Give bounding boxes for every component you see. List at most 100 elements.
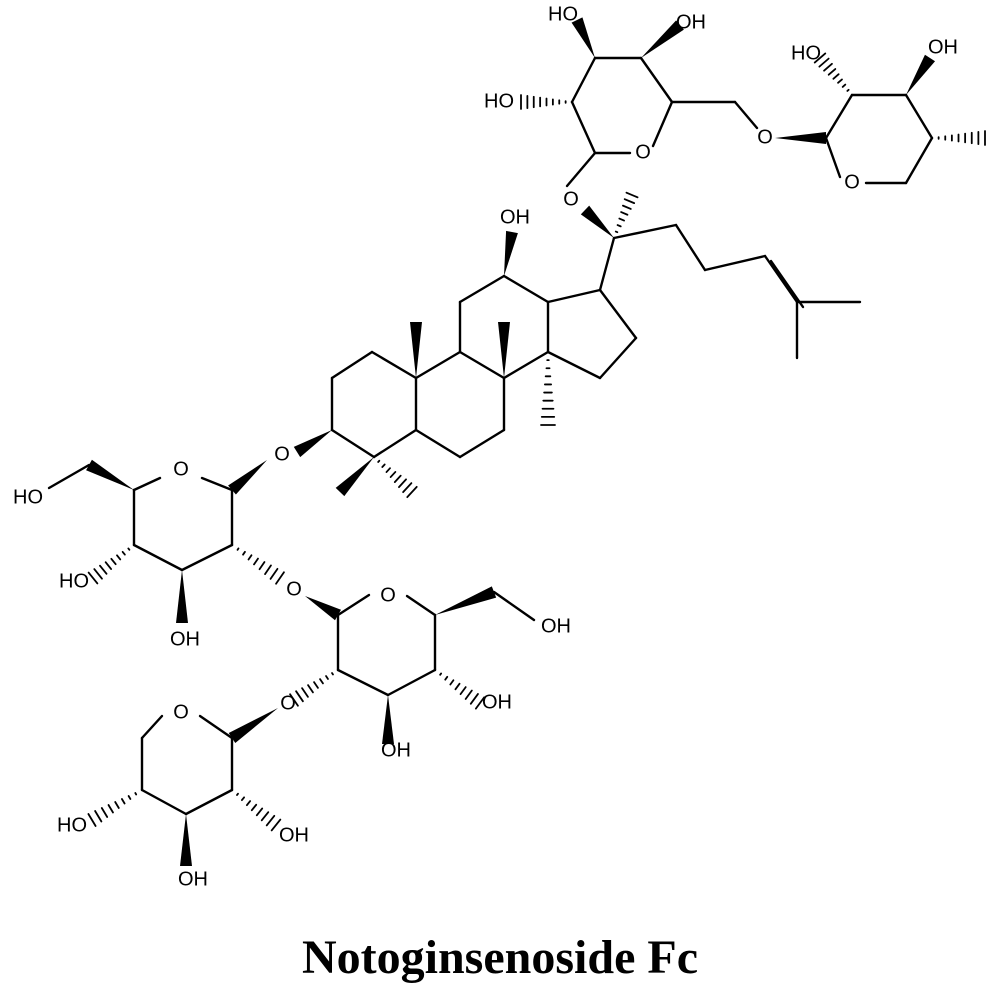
hash-stroke [269, 567, 279, 580]
hash-stroke [623, 198, 636, 205]
atom-label-ho: HO [484, 90, 514, 112]
hash-stroke [94, 810, 103, 823]
hash-stroke [270, 818, 282, 832]
wedge-bond [580, 205, 614, 238]
atom-label-o: O [757, 126, 773, 148]
hash-bond [520, 94, 567, 110]
hash-stroke [393, 474, 402, 483]
hash-stroke [459, 686, 467, 696]
hash-stroke [827, 68, 837, 76]
bond [904, 93, 934, 140]
bond [405, 594, 437, 617]
bond [184, 788, 234, 816]
hash-stroke [389, 471, 397, 478]
hash-stroke [319, 678, 324, 685]
hash-stroke [250, 803, 258, 812]
bond [330, 350, 374, 380]
bond [502, 350, 550, 380]
hash-bond [614, 191, 639, 234]
atom-label-o: O [286, 578, 302, 600]
hash-stroke [313, 681, 319, 689]
hash-stroke [245, 800, 252, 807]
hash-stroke [620, 211, 629, 216]
hash-stroke [127, 795, 132, 800]
hash-stroke [616, 224, 622, 228]
wedge-bond [571, 17, 595, 59]
wedge-bond [775, 132, 826, 144]
bond [492, 590, 536, 622]
atom-label-o: O [380, 584, 396, 606]
atom-label-o: O [274, 443, 290, 465]
atom-label-oh: OH [170, 628, 200, 650]
atom-label-ho: HO [548, 3, 578, 25]
bond [198, 714, 234, 740]
hash-bond [813, 52, 850, 92]
atom-label-o: O [280, 692, 296, 714]
atom-label-oh: OH [482, 691, 512, 713]
bond [458, 350, 506, 380]
atom-label-o: O [635, 141, 651, 163]
hash-stroke [813, 52, 827, 64]
bond [703, 254, 767, 272]
wedge-bond [641, 20, 684, 58]
hash-stroke [99, 564, 108, 575]
hash-stroke [242, 550, 246, 556]
bond [336, 668, 390, 697]
bond [200, 476, 234, 492]
bond [598, 236, 616, 292]
hash-stroke [87, 813, 97, 827]
hash-stroke [402, 482, 413, 494]
bond [598, 336, 638, 380]
bond [330, 428, 376, 459]
wedge-bond [305, 596, 341, 621]
wedge-bond [498, 322, 510, 378]
bond [370, 350, 418, 380]
bond [651, 100, 674, 148]
hash-stroke [837, 78, 843, 84]
atom-label-o: O [844, 171, 860, 193]
hash-stroke [127, 547, 131, 551]
atom-label-o: O [173, 701, 189, 723]
hash-bond [439, 672, 486, 710]
wedge-bond [176, 570, 188, 623]
hash-stroke [406, 485, 418, 499]
hash-bond [87, 547, 131, 585]
wedge-bond [382, 695, 394, 744]
atom-label-oh: OH [676, 11, 706, 33]
wedge-bond [504, 230, 518, 276]
hash-stroke [116, 554, 122, 561]
hash-stroke [104, 561, 113, 570]
bond [372, 428, 418, 459]
hash-stroke [385, 467, 391, 473]
bond [140, 788, 188, 816]
hash-stroke [818, 57, 830, 68]
hash-stroke [474, 696, 486, 710]
hash-stroke [331, 672, 334, 676]
atom-label-oh: OH [381, 739, 411, 761]
hash-stroke [120, 798, 126, 805]
hash-stroke [275, 571, 285, 585]
bond [733, 100, 759, 130]
bond [132, 543, 184, 572]
bond [824, 93, 854, 140]
bond-lines [47, 56, 934, 816]
hash-stroke [236, 792, 239, 796]
hash-stroke [823, 62, 833, 72]
hash-bond [236, 792, 282, 832]
bond [570, 100, 597, 155]
atom-label-o: O [173, 458, 189, 480]
hash-stroke [121, 550, 126, 556]
bond [824, 136, 842, 179]
hash-stroke [258, 561, 266, 571]
hash-stroke [444, 675, 449, 681]
wedge-bond [228, 460, 267, 495]
atom-label-oh: OH [500, 206, 530, 228]
atom-label-o: O [563, 188, 579, 210]
bond [140, 714, 164, 740]
hash-stroke [87, 571, 99, 585]
hash-stroke [295, 690, 304, 703]
hash-stroke [260, 811, 270, 822]
hash-stroke [307, 684, 314, 694]
